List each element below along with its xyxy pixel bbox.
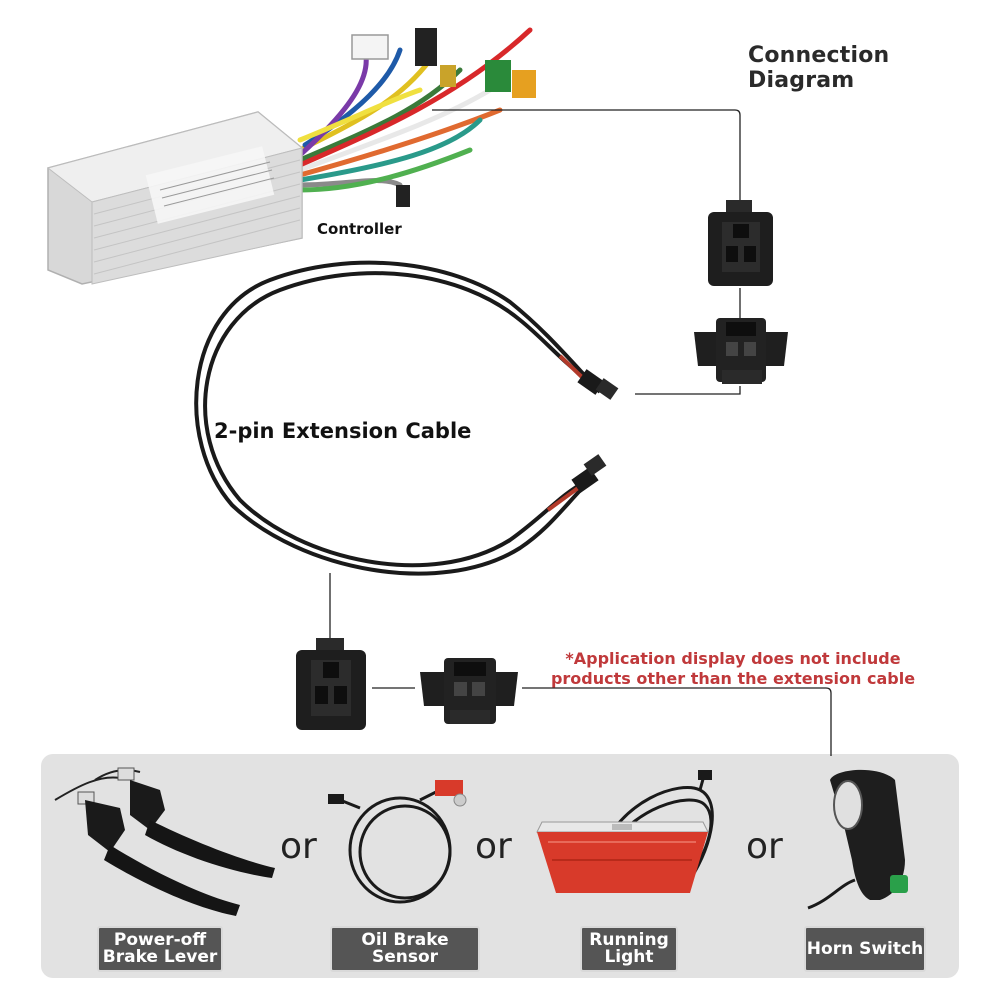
male-connector-top	[694, 318, 788, 384]
horn-switch-image	[807, 769, 908, 910]
label-line-2: Light	[604, 947, 654, 967]
extension-cable-label: 2-pin Extension Cable	[214, 419, 472, 443]
controller-image	[46, 27, 536, 285]
label-line-1: Oil Brake	[361, 930, 449, 950]
label-line-2: Brake Lever	[102, 947, 218, 967]
cable-connector-b	[546, 454, 607, 512]
or-separator-2: or	[475, 826, 512, 867]
label-line-2: Sensor	[371, 947, 439, 967]
or-separator-1: or	[280, 826, 317, 867]
controller-label: Controller	[317, 220, 402, 238]
male-connector-bottom	[420, 658, 518, 724]
disclaimer-note: *Application display does not include pr…	[550, 649, 916, 688]
page-title: Connection Diagram	[748, 43, 890, 93]
label-horn-switch: Horn Switch	[804, 926, 926, 972]
extension-cable	[194, 260, 602, 576]
oil-brake-sensor-image	[328, 780, 467, 904]
cable-connector-a	[558, 354, 619, 400]
label-power-off-brake-lever: Power-off Brake Lever	[97, 926, 223, 972]
label-running-light: Running Light	[580, 926, 678, 972]
label-line-1: Power-off	[113, 930, 207, 950]
or-separator-3: or	[746, 826, 783, 867]
label-line-1: Running	[589, 930, 669, 950]
female-connector-bottom	[296, 638, 366, 730]
label-line-1: Horn Switch	[806, 938, 924, 959]
connection-lines	[329, 109, 832, 756]
brake-lever-image	[54, 767, 275, 916]
running-light-image	[536, 770, 714, 893]
label-oil-brake-sensor: Oil Brake Sensor	[330, 926, 480, 972]
female-connector-top	[708, 200, 773, 286]
